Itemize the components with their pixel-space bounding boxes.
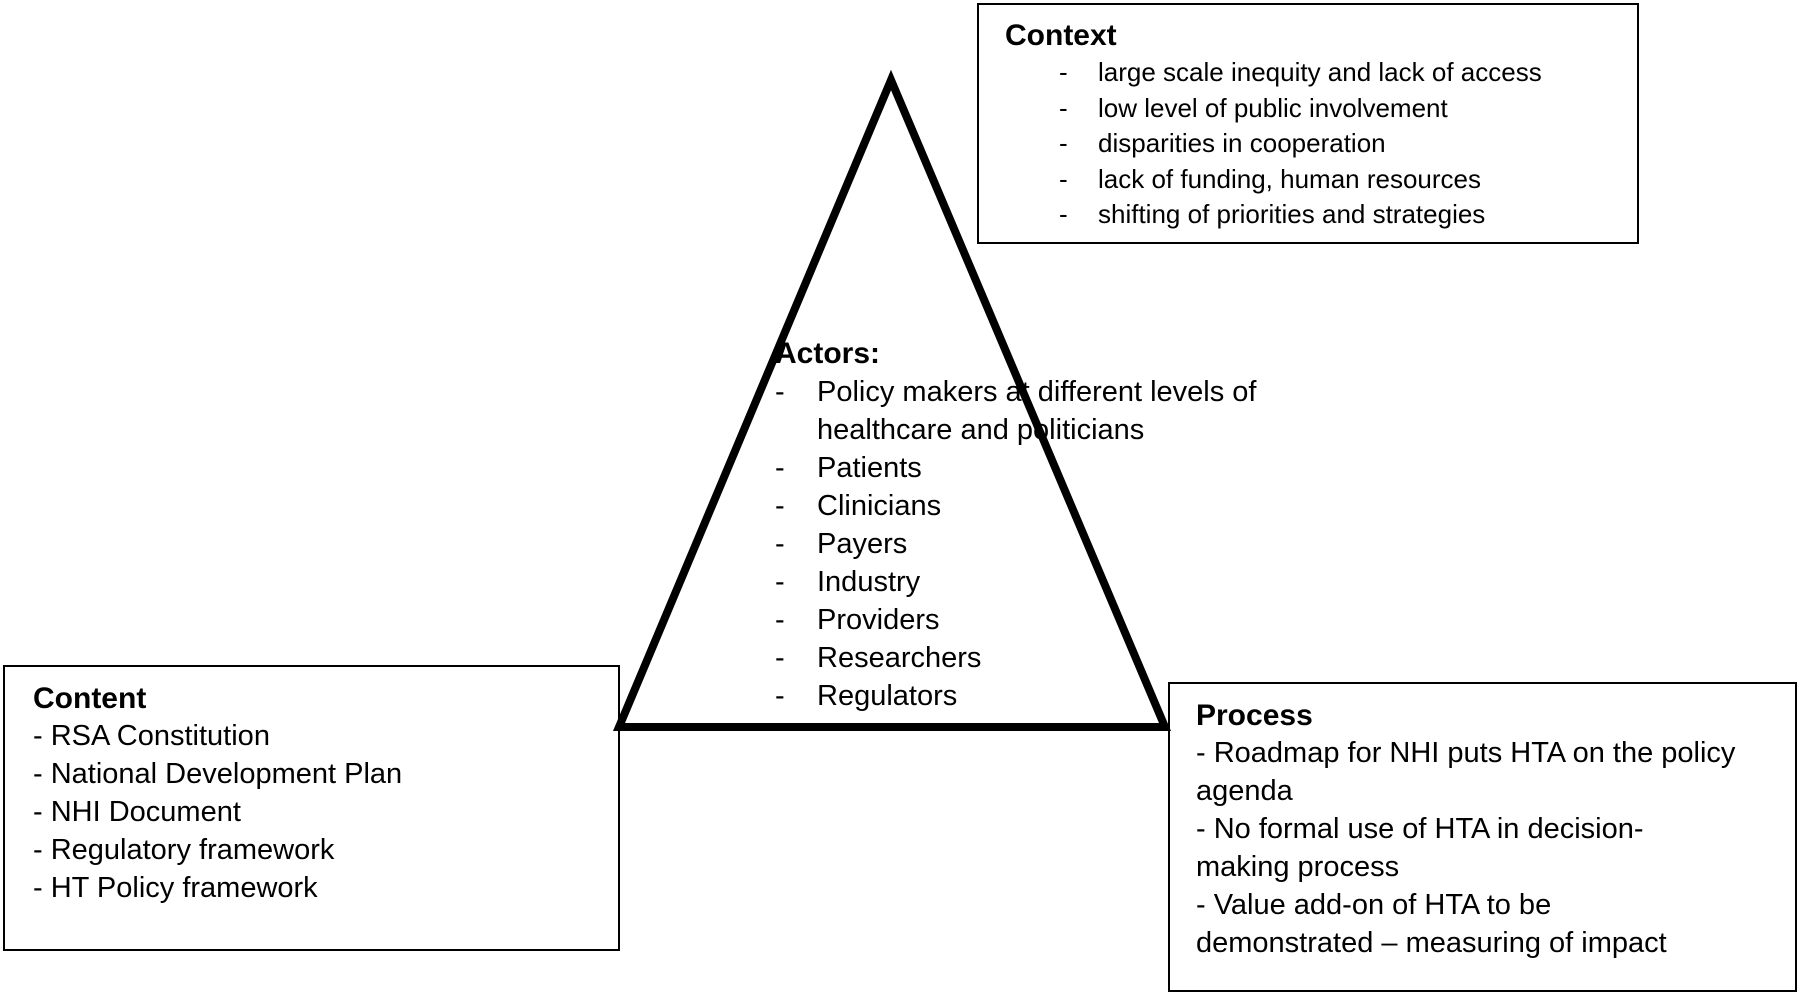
dash-bullet: - xyxy=(1059,57,1068,87)
actors-item-text: Clinicians xyxy=(817,490,942,522)
actors-block: Actors: -Policy makers at different leve… xyxy=(775,339,1335,715)
actors-item: -Patients xyxy=(775,449,1297,487)
context-title: Context xyxy=(1005,19,1117,52)
content-list: - RSA Constitution - National Developmen… xyxy=(33,717,618,907)
triangle-outline xyxy=(612,69,1172,731)
content-item: - Regulatory framework xyxy=(33,834,335,866)
dash-bullet: - xyxy=(775,604,785,636)
context-item: -low level of public involvement xyxy=(1005,91,1637,127)
actors-list: -Policy makers at different levels of he… xyxy=(775,373,1335,715)
process-list: - Roadmap for NHI puts HTA on the policy… xyxy=(1196,734,1795,962)
actors-item: -Industry xyxy=(775,563,1297,601)
context-item-text: large scale inequity and lack of access xyxy=(1098,57,1542,87)
dash-bullet: - xyxy=(1059,128,1068,158)
context-list: -large scale inequity and lack of access… xyxy=(1005,55,1637,233)
process-item: - Roadmap for NHI puts HTA on the policy… xyxy=(1196,737,1736,807)
actors-item: -Researchers xyxy=(775,639,1297,677)
dash-bullet: - xyxy=(775,566,785,598)
actors-item-text: Patients xyxy=(817,452,922,484)
actors-item-text: Industry xyxy=(817,566,921,598)
actors-item: -Providers xyxy=(775,601,1297,639)
content-box: Content - RSA Constitution - National De… xyxy=(3,665,620,951)
content-title: Content xyxy=(33,682,147,715)
dash-bullet: - xyxy=(775,490,785,522)
dash-bullet: - xyxy=(1059,199,1068,229)
context-item: -lack of funding, human resources xyxy=(1005,162,1637,198)
dash-bullet: - xyxy=(775,376,785,408)
context-item: -shifting of priorities and strategies xyxy=(1005,197,1637,233)
context-item-text: disparities in cooperation xyxy=(1098,128,1386,158)
context-item: -disparities in cooperation xyxy=(1005,126,1637,162)
dash-bullet: - xyxy=(775,642,785,674)
actors-item: -Payers xyxy=(775,525,1297,563)
content-item: - RSA Constitution xyxy=(33,720,270,752)
context-box: Context -large scale inequity and lack o… xyxy=(977,3,1639,244)
process-box: Process - Roadmap for NHI puts HTA on th… xyxy=(1168,682,1797,992)
actors-item: -Regulators xyxy=(775,677,1297,715)
dash-bullet: - xyxy=(775,528,785,560)
actors-item-text: Researchers xyxy=(817,642,982,674)
actors-item: -Policy makers at different levels of he… xyxy=(775,373,1297,449)
content-item: - National Development Plan xyxy=(33,758,403,790)
actors-item: -Clinicians xyxy=(775,487,1297,525)
actors-item-text: Providers xyxy=(817,604,940,636)
content-item: - NHI Document xyxy=(33,796,241,828)
actors-item-text: Regulators xyxy=(817,680,958,712)
process-item: - No formal use of HTA in decision-makin… xyxy=(1196,813,1644,883)
dash-bullet: - xyxy=(775,680,785,712)
process-title: Process xyxy=(1196,699,1313,732)
actors-item-text: Payers xyxy=(817,528,908,560)
context-item-text: shifting of priorities and strategies xyxy=(1098,199,1486,229)
context-item-text: low level of public involvement xyxy=(1098,92,1448,123)
dash-bullet: - xyxy=(1059,92,1068,123)
content-item: - HT Policy framework xyxy=(33,872,318,904)
actors-item-text: Policy makers at different levels of hea… xyxy=(817,376,1257,446)
context-item: -large scale inequity and lack of access xyxy=(1005,55,1637,91)
dash-bullet: - xyxy=(1059,163,1068,194)
dash-bullet: - xyxy=(775,452,785,484)
process-item: - Value add-on of HTA to be demonstrated… xyxy=(1196,889,1667,959)
actors-title: Actors: xyxy=(775,337,881,370)
context-item-text: lack of funding, human resources xyxy=(1098,163,1481,194)
